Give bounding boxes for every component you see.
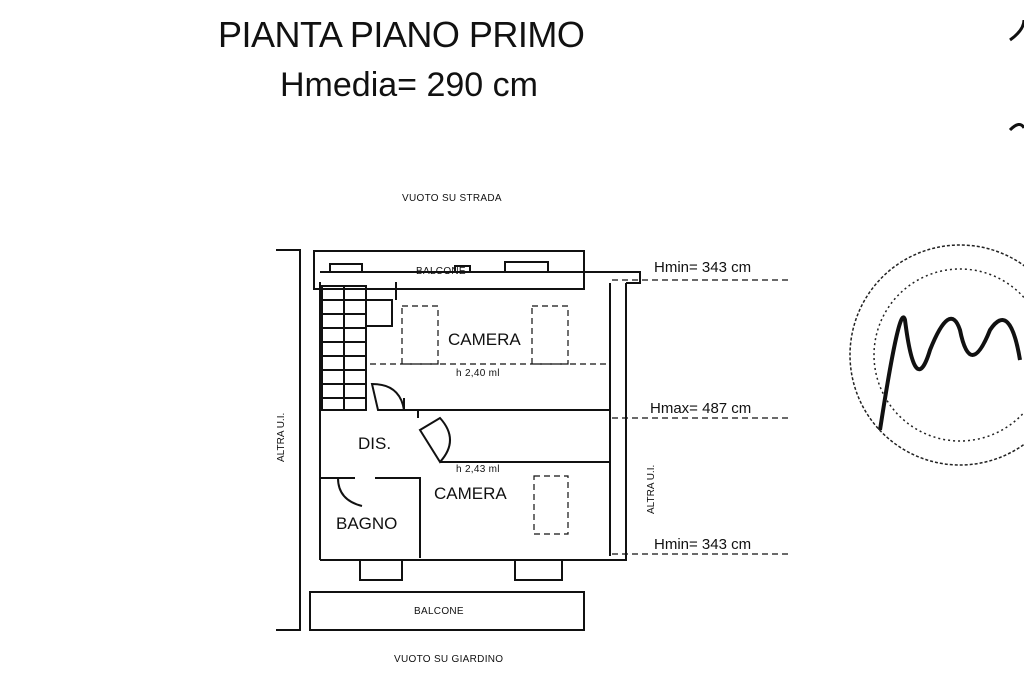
camera-top-height: h 2,40 ml [456, 368, 500, 379]
street-note: VUOTO SU STRADA [402, 193, 502, 204]
section-height-bottom: Hmin= 343 cm [654, 536, 752, 553]
stair-rail [343, 286, 393, 410]
top-windows [329, 261, 549, 272]
bed-right-top [531, 305, 569, 365]
bed-left-top [401, 305, 439, 365]
plan-title: PIANTA PIANO PRIMO [218, 14, 585, 55]
room-camera-top: CAMERA [448, 330, 521, 349]
bottom-windows [359, 560, 563, 581]
bed-bottom [533, 475, 569, 535]
notary-seal [849, 244, 1024, 466]
side-right-label: ALTRA U.I. [646, 464, 657, 514]
balcony-bottom-outline [309, 591, 585, 631]
door-dis-camera-top [370, 382, 406, 411]
room-camera-bottom: CAMERA [434, 484, 507, 503]
door-bagno [337, 477, 363, 507]
left-neighbor-wall [276, 249, 301, 631]
signature [878, 315, 1022, 431]
section-height-middle: Hmax= 487 cm [650, 400, 752, 417]
door-dis-camera-bottom [418, 416, 451, 464]
mid-wall [395, 282, 610, 418]
room-dis: DIS. [358, 434, 392, 453]
average-height-label: Hmedia= 290 cm [280, 66, 538, 104]
garden-note: VUOTO SU GIARDINO [394, 654, 504, 665]
side-left-label: ALTRA U.I. [276, 412, 287, 462]
camera-bottom-height: h 2,43 ml [456, 464, 500, 475]
balcony-bottom-label: BALCONE [414, 606, 464, 617]
balcony-top-label: BALCONE [416, 266, 466, 277]
balcony-top-outline [313, 250, 585, 290]
top-exterior-wall [320, 271, 641, 284]
right-exterior-wall [320, 283, 627, 561]
margin-marks [1008, 19, 1024, 132]
section-height-top: Hmin= 343 cm [654, 259, 752, 276]
room-bagno: BAGNO [336, 514, 398, 533]
